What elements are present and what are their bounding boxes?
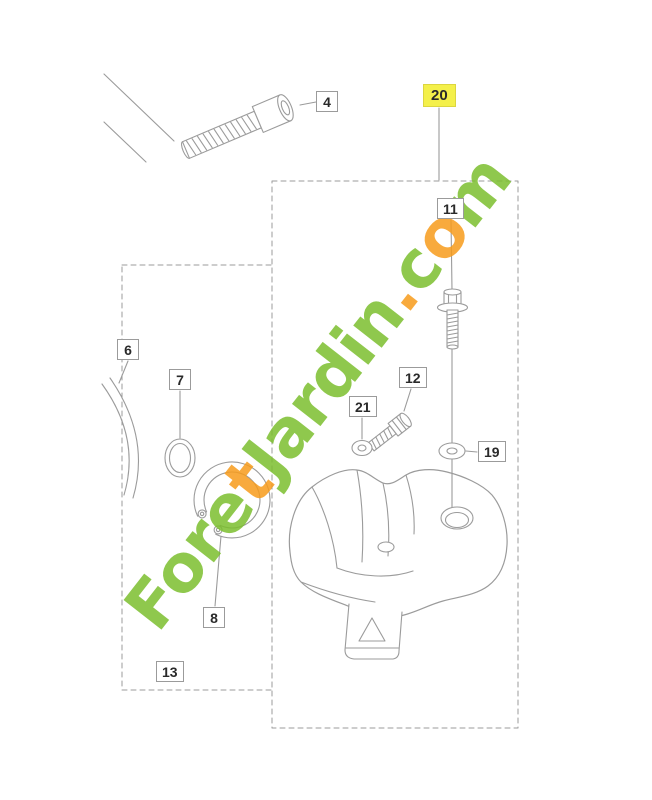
part-number: 21 (355, 398, 371, 415)
part-7-ring-drawing (164, 438, 196, 478)
leader-line-19 (465, 450, 478, 453)
part-8-circlip-drawing (193, 461, 271, 539)
cropped-part-lines (103, 73, 175, 163)
part-number: 11 (443, 200, 458, 217)
leader-line-12 (403, 388, 412, 412)
part-number: 6 (124, 341, 132, 358)
part-label-12[interactable]: 12 (399, 367, 427, 388)
leader-line-6 (118, 360, 129, 384)
part-label-7[interactable]: 7 (169, 369, 191, 390)
part-label-19[interactable]: 19 (478, 441, 506, 462)
part-19-washer-drawing (438, 442, 466, 460)
part-label-6[interactable]: 6 (117, 339, 139, 360)
part-label-13[interactable]: 13 (156, 661, 184, 682)
part-number: 12 (405, 369, 421, 386)
part-4-screw-drawing (180, 94, 294, 159)
part-label-8[interactable]: 8 (203, 607, 225, 628)
part-number: 20 (431, 87, 448, 104)
part-11-flange-bolt-drawing (436, 288, 469, 350)
leader-line-8 (214, 535, 222, 607)
warning-triangle-mark (358, 617, 386, 642)
part-label-20-highlighted[interactable]: 20 (423, 84, 456, 107)
leader-line-4 (299, 101, 317, 106)
part-label-11[interactable]: 11 (437, 198, 464, 219)
muffler-hole (440, 506, 474, 530)
part-number: 4 (323, 93, 331, 110)
part-6-arcs-drawing (101, 377, 139, 499)
leader-line-11 (450, 219, 453, 291)
part-12-bolt-drawing (367, 412, 412, 452)
part-number: 8 (210, 609, 218, 626)
part-number: 19 (484, 443, 500, 460)
part-number: 13 (162, 663, 178, 680)
leader-lines (118, 101, 478, 607)
muffler-mounting-tab (344, 603, 403, 660)
part-label-21[interactable]: 21 (349, 396, 377, 417)
part-21-washer-drawing (351, 439, 373, 457)
part-number: 7 (176, 371, 184, 388)
part-20-muffler-drawing (288, 469, 508, 660)
part-label-4[interactable]: 4 (316, 91, 338, 112)
